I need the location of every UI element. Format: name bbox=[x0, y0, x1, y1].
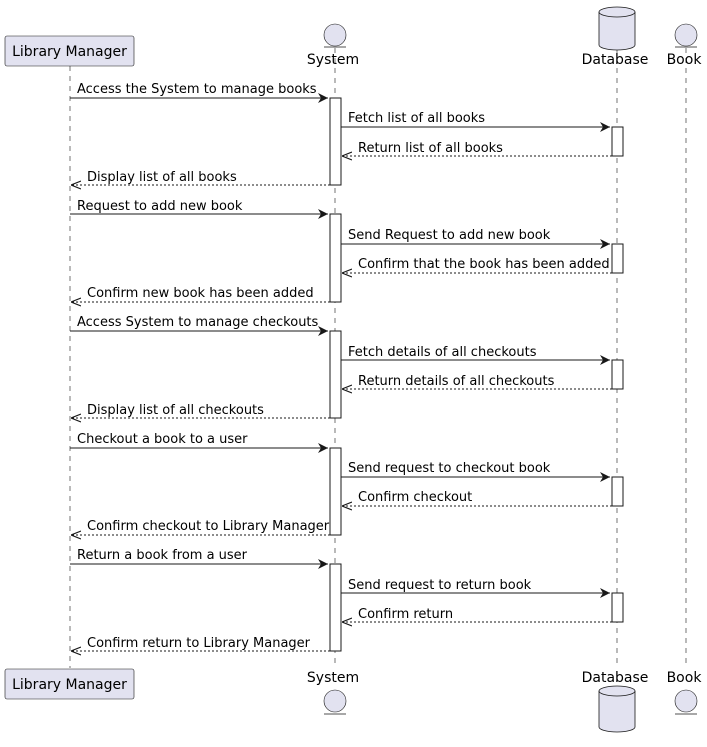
participant-label: Library Manager bbox=[12, 44, 127, 60]
message: Fetch details of all checkouts bbox=[341, 345, 610, 365]
entity-icon bbox=[674, 689, 698, 713]
entity-icon bbox=[323, 689, 347, 713]
message: Request to add new book bbox=[70, 199, 328, 219]
activation-database-4 bbox=[611, 476, 624, 507]
participant-book-bottom[interactable]: Book bbox=[667, 670, 703, 715]
activation-database-5 bbox=[611, 592, 624, 623]
message-label: Display list of all checkouts bbox=[87, 403, 264, 418]
message-label: Confirm checkout to Library Manager bbox=[87, 519, 330, 534]
message: Fetch list of all books bbox=[341, 111, 610, 132]
entity-icon bbox=[674, 23, 698, 47]
participant-system-bottom[interactable]: System bbox=[307, 670, 359, 715]
participant-label: System bbox=[307, 52, 359, 68]
participant-library-manager-bottom[interactable]: Library Manager bbox=[4, 668, 135, 700]
message-label: Confirm new book has been added bbox=[87, 286, 314, 301]
activation-system-4 bbox=[329, 447, 342, 536]
message: Return details of all checkouts bbox=[342, 374, 612, 389]
participant-label: Database bbox=[582, 52, 649, 68]
participant-book[interactable]: Book bbox=[667, 23, 703, 68]
message-label: Fetch details of all checkouts bbox=[348, 345, 537, 360]
message-label: Send request to return book bbox=[348, 578, 532, 593]
message: Checkout a book to a user bbox=[70, 432, 328, 453]
messages: Access the System to manage books Fetch … bbox=[70, 82, 612, 651]
participant-database[interactable]: Database bbox=[582, 6, 649, 68]
participant-database-bottom[interactable]: Database bbox=[582, 670, 649, 733]
message: Access System to manage checkouts bbox=[70, 315, 328, 336]
activation-system-5 bbox=[329, 563, 342, 652]
message: Confirm that the book has been added bbox=[342, 257, 612, 273]
message-label: Confirm return bbox=[358, 607, 453, 622]
participants-top: Library Manager System Database Book bbox=[4, 6, 703, 68]
message-label: Access System to manage checkouts bbox=[77, 315, 319, 330]
message-label: Fetch list of all books bbox=[348, 111, 485, 126]
participant-label: Book bbox=[667, 52, 703, 68]
message: Access the System to manage books bbox=[70, 82, 328, 103]
activation-system-2 bbox=[329, 213, 342, 303]
message-label: Confirm that the book has been added bbox=[358, 257, 610, 272]
message: Send request to return book bbox=[341, 578, 610, 598]
participants-bottom: Library Manager System Database Book bbox=[4, 668, 703, 733]
message-label: Return details of all checkouts bbox=[358, 374, 555, 389]
participant-label: Library Manager bbox=[12, 677, 127, 693]
message-label: Display list of all books bbox=[87, 170, 237, 185]
message: Confirm return to Library Manager bbox=[71, 636, 330, 651]
message-label: Send Request to add new book bbox=[348, 228, 551, 243]
participant-label: System bbox=[307, 670, 359, 686]
message: Confirm checkout to Library Manager bbox=[71, 519, 330, 535]
message-label: Checkout a book to a user bbox=[77, 432, 248, 447]
message-label: Confirm checkout bbox=[358, 490, 472, 505]
message: Send request to checkout book bbox=[341, 461, 610, 482]
message: Display list of all checkouts bbox=[71, 403, 330, 418]
entity-icon bbox=[323, 23, 347, 47]
participant-label: Book bbox=[667, 670, 703, 686]
activation-database-1 bbox=[611, 126, 624, 157]
message: Return a book from a user bbox=[70, 548, 328, 569]
activation-database-2 bbox=[611, 243, 624, 274]
message: Return list of all books bbox=[342, 141, 612, 156]
participant-library-manager[interactable]: Library Manager bbox=[4, 35, 135, 67]
activation-database-3 bbox=[611, 359, 624, 390]
database-icon bbox=[598, 6, 636, 51]
participant-system[interactable]: System bbox=[307, 23, 359, 68]
message-label: Confirm return to Library Manager bbox=[87, 636, 311, 651]
message-label: Send request to checkout book bbox=[348, 461, 551, 476]
message: Send Request to add new book bbox=[341, 228, 610, 249]
message-label: Request to add new book bbox=[77, 199, 243, 214]
activations bbox=[329, 97, 624, 652]
message-label: Return list of all books bbox=[358, 141, 503, 156]
message-label: Return a book from a user bbox=[77, 548, 248, 563]
database-icon bbox=[598, 685, 636, 733]
participant-label: Database bbox=[582, 670, 649, 686]
message: Confirm new book has been added bbox=[71, 286, 330, 302]
message: Confirm return bbox=[342, 607, 612, 622]
message-label: Access the System to manage books bbox=[77, 82, 317, 97]
message: Display list of all books bbox=[71, 170, 330, 185]
message: Confirm checkout bbox=[342, 490, 612, 506]
activation-system-1 bbox=[329, 97, 342, 186]
activation-system-3 bbox=[329, 330, 342, 419]
